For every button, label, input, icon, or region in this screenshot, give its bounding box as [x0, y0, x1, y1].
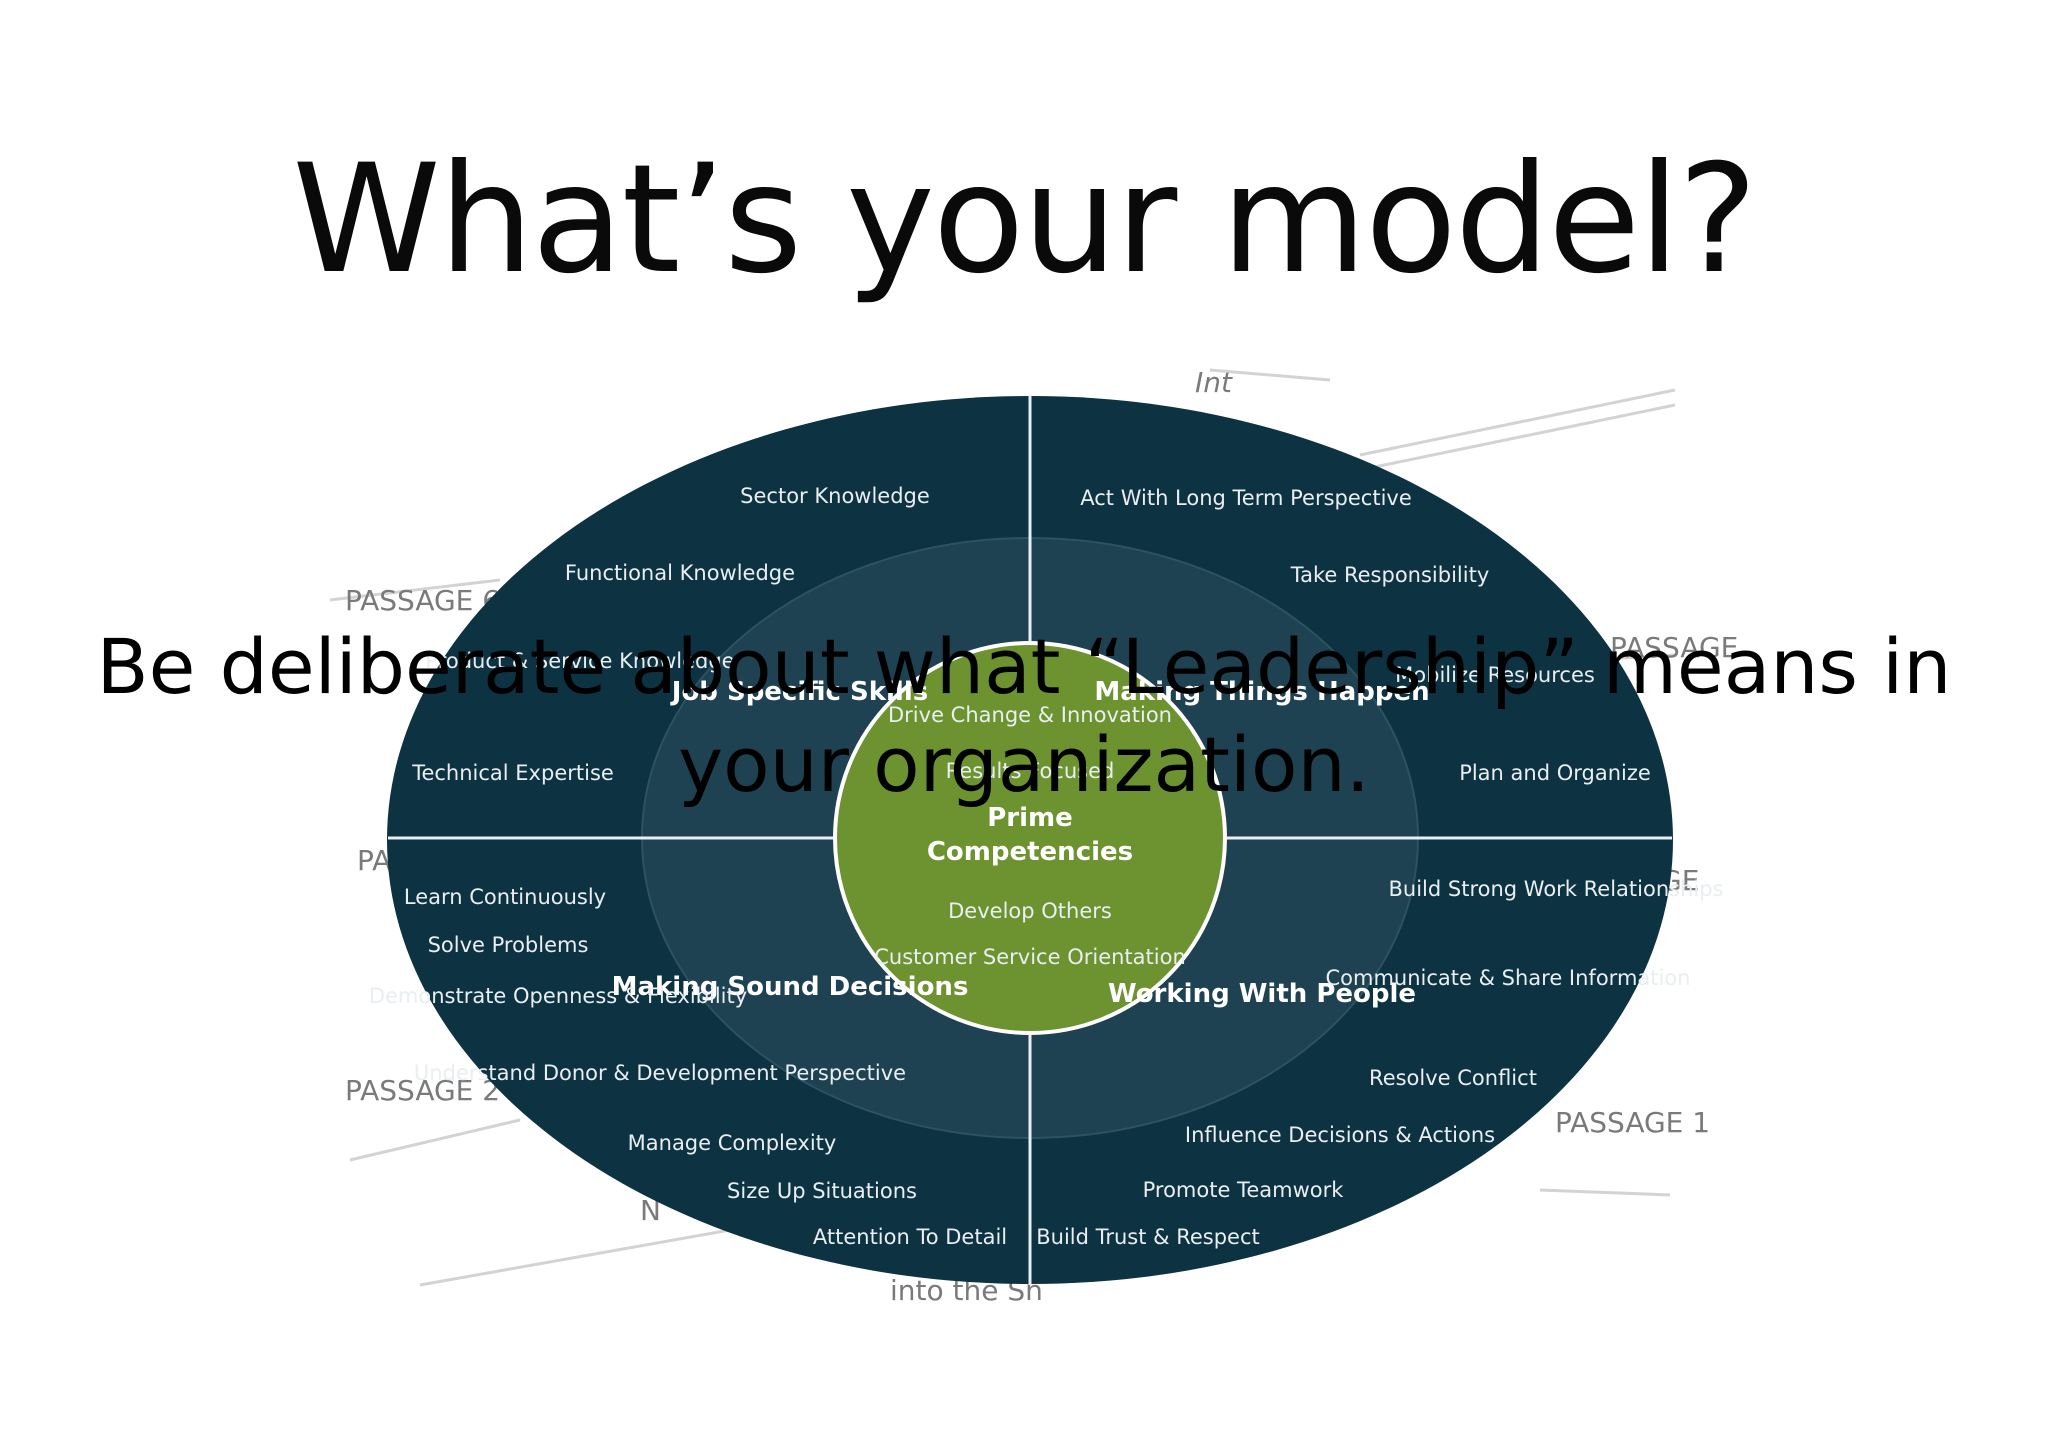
item-understand-donor: Understand Donor & Development Perspecti…	[414, 1061, 906, 1085]
passage-6-label: PASSAGE 6	[345, 584, 500, 617]
item-technical-expertise: Technical Expertise	[411, 761, 614, 785]
item-take-responsibility: Take Responsibility	[1290, 563, 1490, 587]
item-promote-teamwork: Promote Teamwork	[1143, 1178, 1345, 1202]
passage-5-label: PASSAGE	[1610, 631, 1738, 664]
quadrant-title-making-sound-decisions: Making Sound Decisions	[612, 972, 969, 1002]
item-mobilize-resources: Mobilize Resources	[1395, 663, 1595, 687]
core-title-line2: Competencies	[927, 837, 1133, 867]
item-influence-decisions: Influence Decisions & Actions	[1185, 1123, 1495, 1147]
item-size-up-situations: Size Up Situations	[727, 1179, 917, 1203]
quadrant-title-working-with-people: Working With People	[1108, 979, 1416, 1009]
item-act-long-term: Act With Long Term Perspective	[1080, 486, 1412, 510]
item-resolve-conflict: Resolve Conflict	[1369, 1066, 1537, 1090]
core-circle	[833, 641, 1227, 1035]
item-solve-problems: Solve Problems	[428, 933, 589, 957]
item-build-trust-respect: Build Trust & Respect	[1036, 1225, 1260, 1249]
item-sector-knowledge: Sector Knowledge	[740, 484, 930, 508]
core-title-line1: Prime	[987, 803, 1073, 833]
core-item-1: Drive Change & Innovation	[888, 703, 1172, 727]
item-product-service-knowledge: Product & Service Knowledge	[425, 649, 734, 673]
core-item-3: Develop Others	[948, 899, 1112, 923]
background-passage-lines	[329, 368, 1676, 1287]
quadrant-title-making-things-happen: Making Things Happen	[1094, 677, 1429, 707]
passage-2-label: PASSAGE 2	[345, 1074, 500, 1107]
item-attention-to-detail: Attention To Detail	[813, 1225, 1007, 1249]
item-learn-continuously: Learn Continuously	[404, 885, 606, 909]
item-manage-complexity: Manage Complexity	[628, 1131, 837, 1155]
passage-1-label: PASSAGE 1	[1555, 1106, 1710, 1139]
item-functional-knowledge: Functional Knowledge	[565, 561, 795, 585]
top-fragment-label: Int	[1195, 366, 1233, 399]
bottom-left-fragment-label: N	[640, 1194, 661, 1227]
item-build-strong-work-relationships: Build Strong Work Relationships	[1389, 877, 1724, 901]
item-plan-and-organize: Plan and Organize	[1459, 761, 1651, 785]
item-demonstrate-openness: Demonstrate Openness & Flexibility	[369, 984, 747, 1008]
quadrant-title-job-specific-skills: Job Specific Skills	[670, 677, 928, 707]
slide-title: What’s your model?	[292, 133, 1757, 307]
core-item-2: Results Focused	[946, 759, 1115, 783]
overlay-statement: Be deliberate about what “Leadership” me…	[96, 622, 1952, 809]
core-item-4: Customer Service Orientation	[874, 945, 1186, 969]
item-communicate-share: Communicate & Share Information	[1325, 966, 1690, 990]
